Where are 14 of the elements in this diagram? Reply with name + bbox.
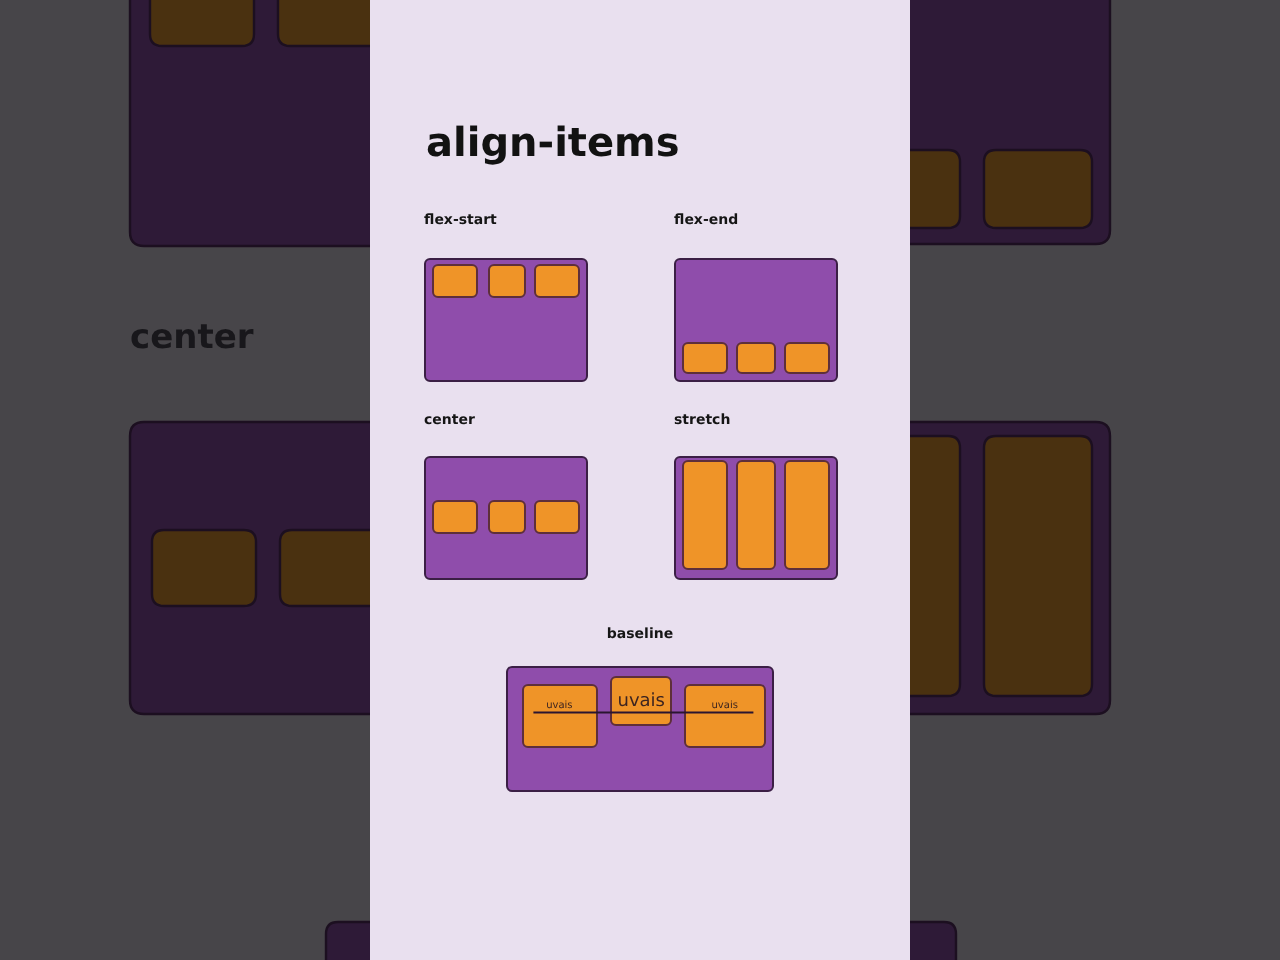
flex-item: [682, 341, 728, 375]
flex-item: [682, 460, 728, 571]
diagram-title: align-items: [426, 118, 680, 166]
flex-item: [487, 499, 526, 534]
flex-item: [736, 341, 776, 375]
flex-item: [534, 264, 581, 298]
flex-item: [534, 499, 581, 534]
flex-item: [736, 460, 776, 571]
flex-item: [784, 341, 831, 375]
flex-item: uvais: [610, 676, 672, 727]
flex-item: [432, 499, 477, 534]
flex-item: [784, 460, 831, 571]
flex-item: [432, 264, 477, 298]
flex-item: [487, 264, 526, 298]
